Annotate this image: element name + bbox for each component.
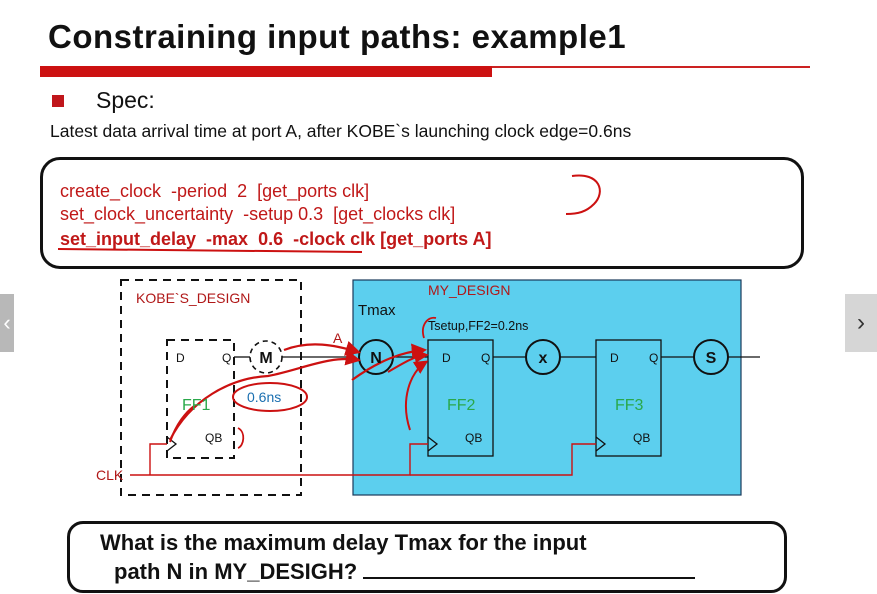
delay-annotation-circle [232, 382, 308, 412]
ff3-q-label: Q [649, 351, 658, 365]
clk-label: CLK [96, 467, 124, 483]
ff3-qb-label: QB [633, 431, 650, 445]
question-line-2: path N in MY_DESIGH? [100, 557, 780, 586]
node-s-circle [693, 339, 729, 375]
spec-text: Latest data arrival time at port A, afte… [50, 121, 632, 141]
tsetup-bracket [422, 316, 437, 339]
tmax-label: Tmax [358, 302, 396, 319]
question-box [67, 521, 787, 593]
ff1-qb-label: QB [205, 431, 222, 445]
title-underline-thick [40, 66, 492, 77]
bullet-square-icon [52, 95, 64, 107]
node-m-circle [249, 340, 283, 374]
delay-label: 0.6ns [247, 389, 281, 405]
kobe-design-box [120, 279, 302, 496]
chevron-right-icon[interactable]: › [845, 294, 877, 352]
tsetup-label: Tsetup,FF2=0.2ns [428, 319, 528, 333]
clk-wire-in-design [353, 443, 428, 476]
question-line-1: What is the maximum delay Tmax for the i… [100, 530, 587, 555]
ff3-clock-triangle [595, 436, 607, 452]
arrow-ff1-to-n [169, 350, 362, 441]
arrow-n-to-ff2 [387, 349, 429, 373]
ff2-box [427, 339, 494, 457]
title-underline-thin [492, 66, 810, 68]
code-annotation-bracket [565, 174, 601, 215]
arrow-m-to-a [283, 341, 361, 356]
my-design-block [352, 279, 742, 496]
my-design-label: MY_DESIGN [428, 282, 510, 298]
node-x-circle [525, 339, 561, 375]
ff1-clock-scribble [169, 405, 195, 443]
ff1-d-label: D [176, 351, 185, 365]
code-line-create-clock: create_clock -period 2 [get_ports clk] [60, 181, 370, 201]
ff2-d-label: D [442, 351, 451, 365]
ff2-q-label: Q [481, 351, 490, 365]
node-x-label: x [539, 350, 548, 367]
kobe-design-label: KOBE`S_DESIGN [136, 290, 250, 306]
ff2-qb-label: QB [465, 431, 482, 445]
node-m-label: M [259, 350, 272, 367]
ff1-qb-scribble [237, 427, 245, 449]
ff3-name-label: FF3 [615, 397, 644, 414]
node-n-label: N [370, 350, 382, 367]
code-line-input-delay: set_input_delay -max 0.6 -clock clk [get… [60, 229, 492, 249]
ff2-clock-triangle [427, 436, 439, 452]
question-line-2-text: path N in MY_DESIGH? [114, 559, 358, 584]
answer-blank[interactable] [363, 559, 696, 579]
code-annotation-underline [57, 248, 363, 253]
ff1-name-label: FF1 [182, 397, 211, 414]
code-box [40, 157, 804, 269]
slide-title: Constraining input paths: example1 [48, 18, 627, 55]
clk-wire-ff3 [410, 443, 596, 476]
node-s-label: S [706, 350, 717, 367]
arrow-clk-to-ff2 [405, 360, 429, 431]
code-line-clock-uncertainty: set_clock_uncertainty -setup 0.3 [get_cl… [60, 204, 456, 224]
port-a-label: A [333, 330, 343, 346]
ff1-q-label: Q [222, 351, 231, 365]
question-text: What is the maximum delay Tmax for the i… [100, 528, 780, 586]
ff2-name-label: FF2 [447, 397, 476, 414]
ff3-box [595, 339, 662, 457]
clk-wire-ff1 [149, 443, 167, 475]
ff3-d-label: D [610, 351, 619, 365]
spec-label: Spec: [96, 87, 155, 113]
chevron-left-icon[interactable]: ‹ [0, 294, 14, 352]
